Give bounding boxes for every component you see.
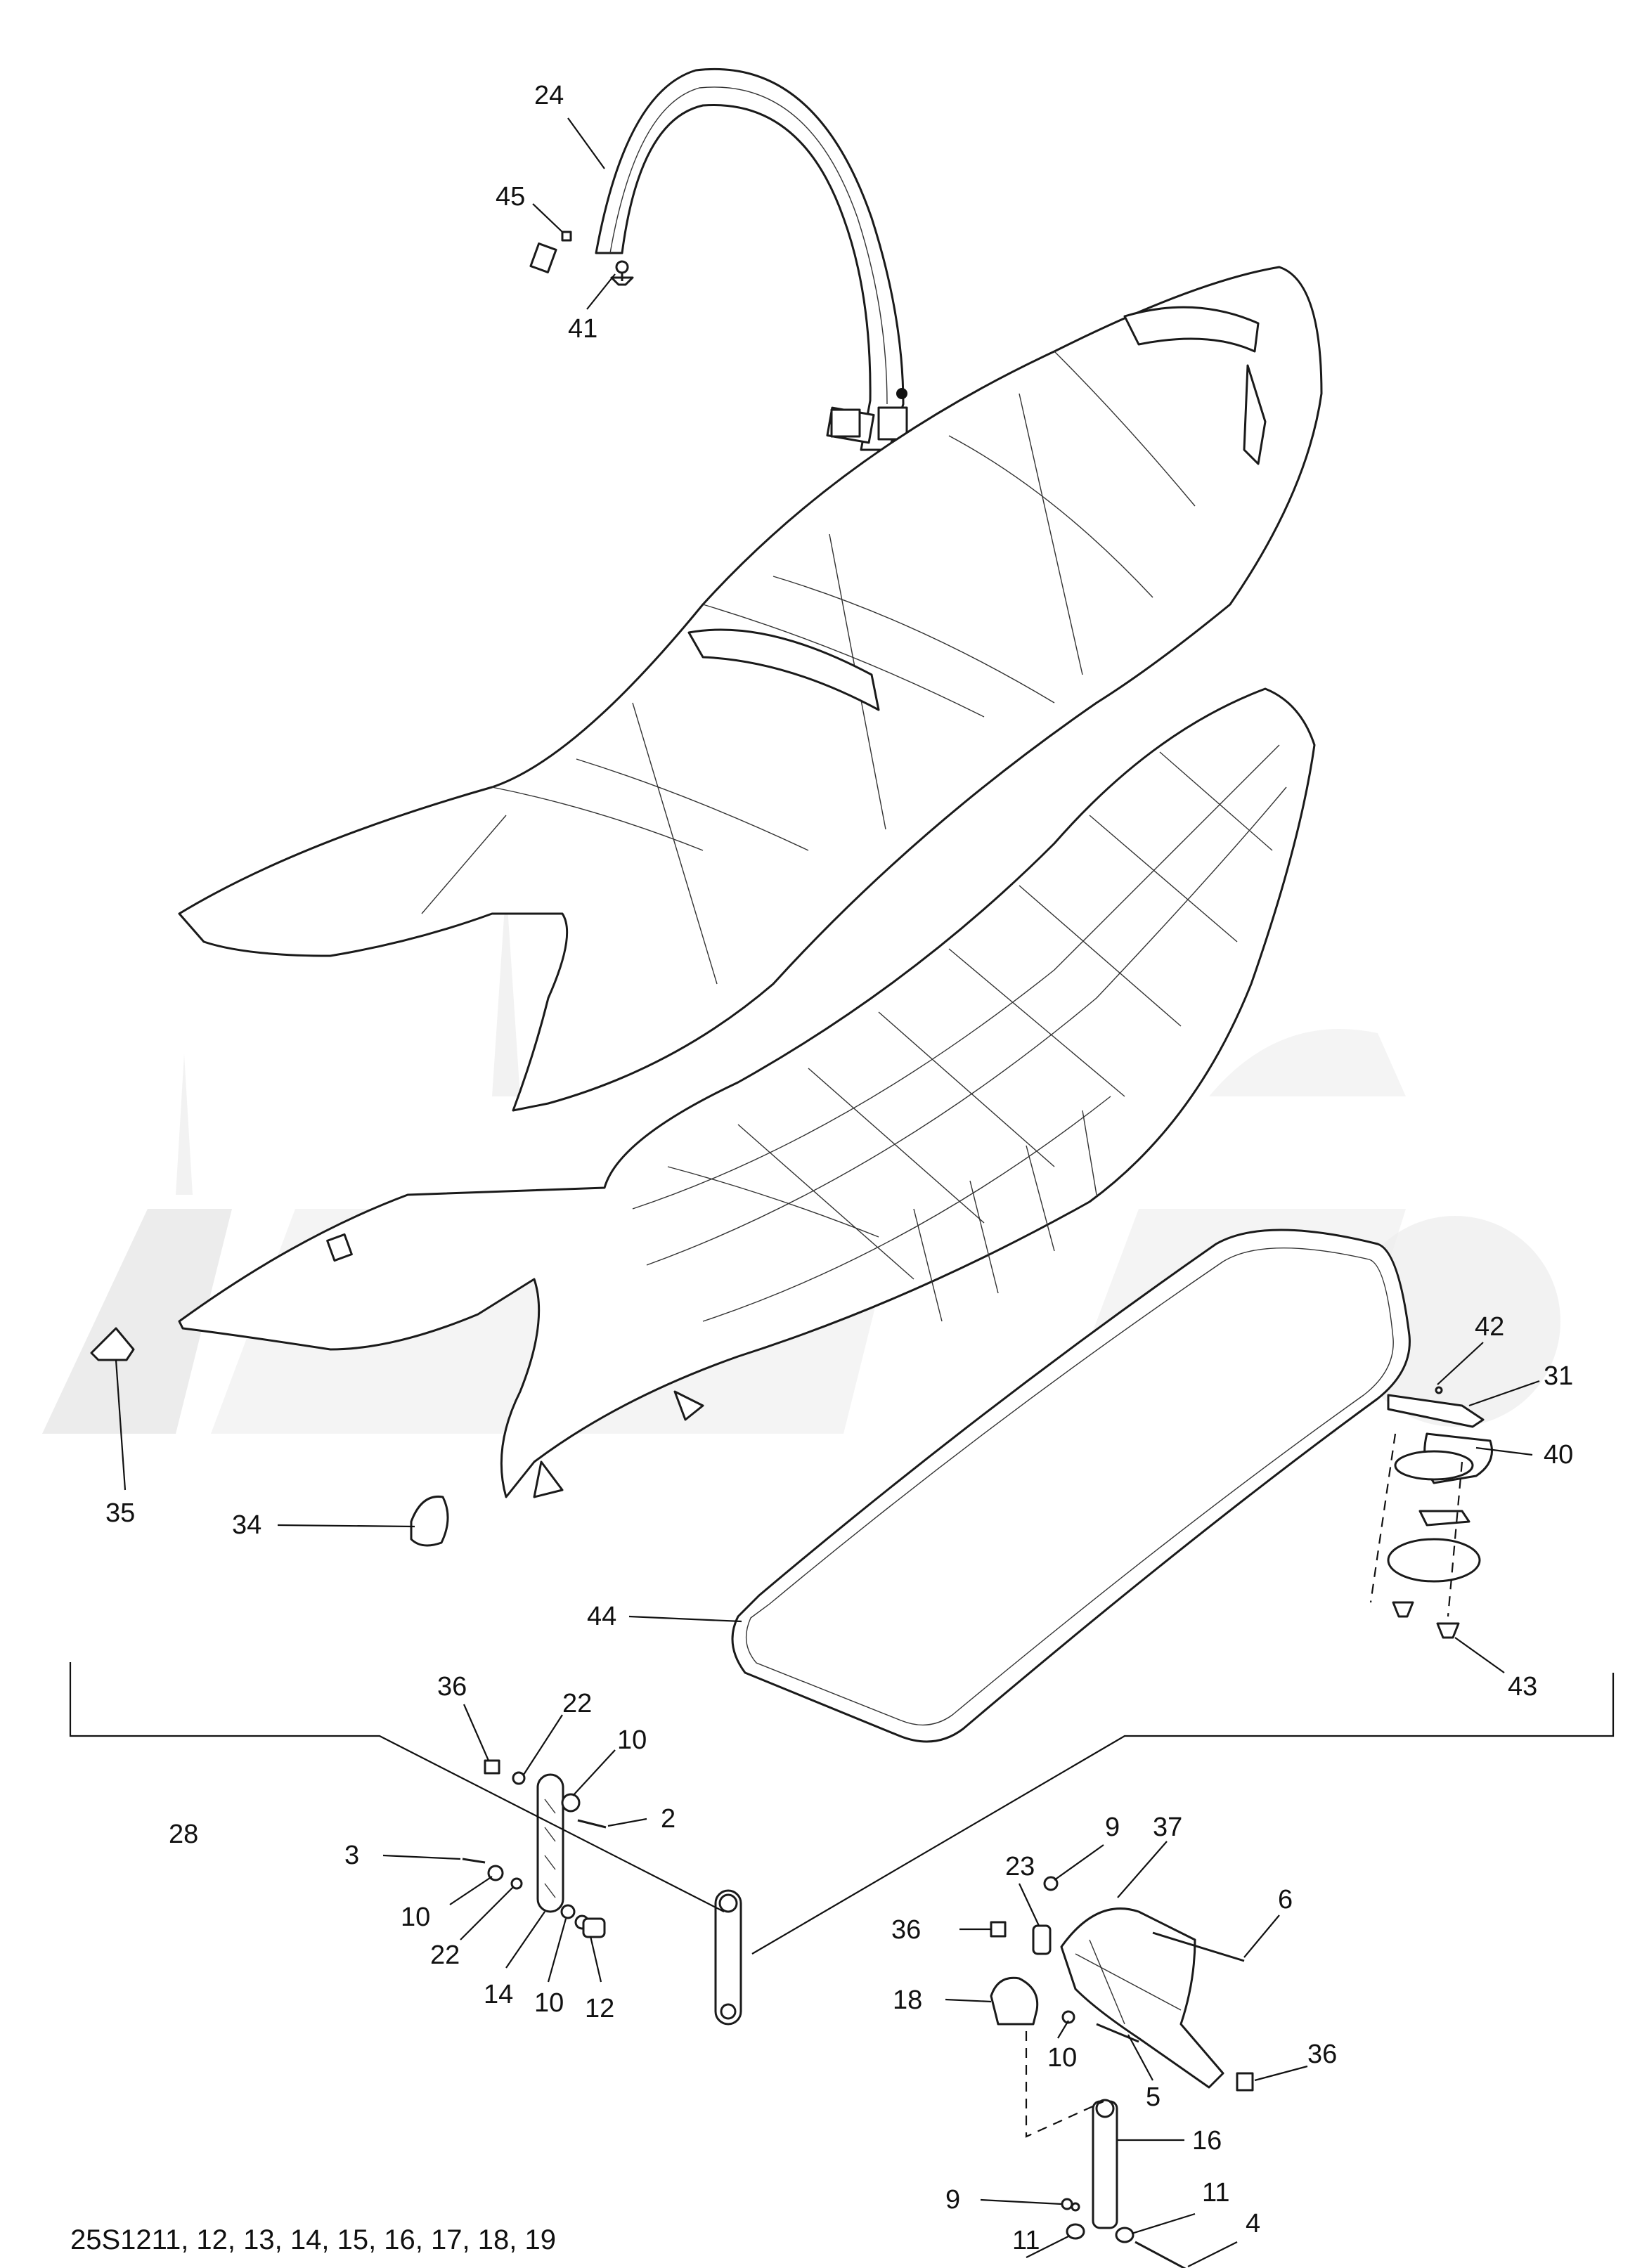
lower-right-assembly — [990, 1876, 1254, 2268]
callout-42: 42 — [1475, 1312, 1504, 1342]
callout-labels: 24 45 41 42 31 40 35 34 44 43 36 22 10 2… — [105, 81, 1573, 2255]
callout-35: 35 — [105, 1498, 135, 1528]
latch-assembly-part — [1369, 1386, 1493, 1639]
callout-24: 24 — [534, 81, 564, 110]
callout-12: 12 — [585, 1994, 614, 2023]
callout-18: 18 — [893, 1985, 922, 2015]
callout-4: 4 — [1246, 2209, 1260, 2238]
callout-11-upper: 11 — [1202, 2178, 1229, 2208]
callout-3: 3 — [344, 1841, 359, 1870]
callout-43: 43 — [1508, 1672, 1537, 1702]
group-bracket-28 — [69, 1662, 1615, 1955]
callout-23: 23 — [1005, 1852, 1035, 1881]
clip-part-45 — [529, 231, 572, 273]
lower-left-assembly — [462, 1759, 742, 2026]
seal-part-44 — [731, 1229, 1411, 1743]
seat-cushion-part — [178, 266, 1323, 1112]
callout-2: 2 — [661, 1804, 675, 1834]
tab-part-35 — [90, 1327, 135, 1361]
figure-code: 25S1211, 12, 13, 14, 15, 16, 17, 18, 19 — [70, 2224, 556, 2255]
callout-41: 41 — [568, 314, 597, 344]
cap-part-34 — [410, 1495, 449, 1547]
callout-6: 6 — [1278, 1885, 1293, 1914]
callout-11-lower: 11 — [1012, 2226, 1040, 2255]
callout-14: 14 — [484, 1980, 513, 2009]
rear-strap-part — [595, 68, 908, 451]
callout-10-upper: 10 — [617, 1725, 647, 1755]
callout-31: 31 — [1544, 1361, 1573, 1391]
seat-base-part — [178, 687, 1316, 1498]
callout-16: 16 — [1192, 2126, 1222, 2156]
callout-10-right: 10 — [1047, 2043, 1077, 2073]
callout-10-left: 10 — [401, 1903, 430, 1932]
callout-9-lower: 9 — [945, 2185, 960, 2215]
callout-36-mid: 36 — [891, 1915, 921, 1945]
fastener-part-41 — [610, 260, 634, 286]
callout-36-upper: 36 — [437, 1672, 467, 1702]
callout-22-upper: 22 — [562, 1689, 592, 1718]
callout-22-lower: 22 — [430, 1940, 460, 1970]
callout-34: 34 — [232, 1510, 261, 1540]
callout-5: 5 — [1146, 2082, 1161, 2112]
leader-lines — [115, 117, 1540, 2267]
callout-9-upper: 9 — [1105, 1813, 1120, 1842]
callout-40: 40 — [1544, 1440, 1573, 1470]
callout-28: 28 — [169, 1820, 198, 1849]
callout-45: 45 — [496, 182, 525, 212]
callout-44: 44 — [587, 1602, 616, 1631]
callout-10-lower: 10 — [534, 1988, 564, 2018]
callout-37: 37 — [1153, 1813, 1182, 1842]
callout-36-right: 36 — [1307, 2040, 1337, 2069]
